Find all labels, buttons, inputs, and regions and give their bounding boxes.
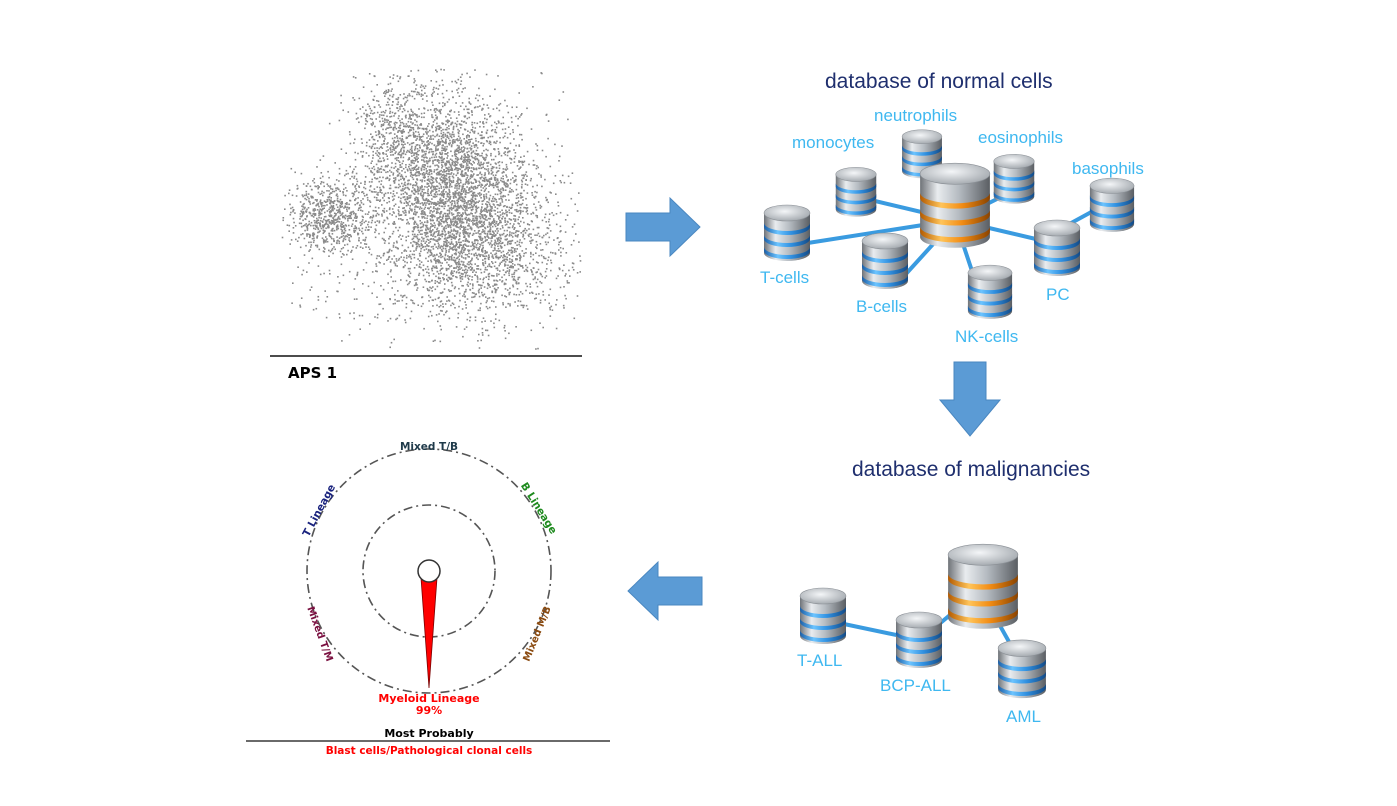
arrow-right-icon bbox=[625, 196, 701, 258]
scatter-axis-label: APS 1 bbox=[288, 364, 338, 382]
label-nk-cells: NK-cells bbox=[955, 327, 1019, 346]
lineage-gauge: Mixed T/B B Lineage T Lineage Mixed T/M … bbox=[246, 441, 610, 757]
label-bcp-all: BCP-ALL bbox=[880, 676, 951, 695]
eosinophils-db-icon bbox=[993, 154, 1035, 204]
label-basophils: basophils bbox=[1072, 159, 1144, 178]
normal-central-db-icon bbox=[919, 162, 991, 249]
gauge-pivot bbox=[417, 559, 441, 583]
b-cells-db-icon bbox=[861, 232, 909, 290]
bcp-all-db-icon bbox=[895, 611, 943, 669]
label-neutrophils: neutrophils bbox=[874, 106, 958, 125]
gauge-footer: Blast cells/Pathological clonal cells bbox=[326, 745, 533, 757]
label-t-cells: T-cells bbox=[760, 268, 810, 287]
label-b-lineage: B Lineage bbox=[518, 481, 559, 537]
label-pc: PC bbox=[1046, 285, 1070, 304]
malignancy-db-network bbox=[799, 543, 1047, 699]
label-t-lineage: T Lineage bbox=[301, 482, 339, 538]
aml-db-icon bbox=[997, 639, 1047, 699]
gauge-result: Most Probably bbox=[384, 727, 473, 740]
malignancy-central-db-icon bbox=[947, 543, 1019, 630]
normal-db-network bbox=[763, 129, 1135, 320]
pc-db-icon bbox=[1033, 219, 1081, 277]
t-cells-db-icon bbox=[763, 204, 811, 262]
normal-db-title: database of normal cells bbox=[825, 70, 1053, 93]
arrow-down-icon bbox=[938, 361, 1002, 437]
t-all-db-icon bbox=[799, 587, 847, 645]
scatter-plot bbox=[270, 68, 582, 357]
gauge-needle bbox=[420, 577, 438, 689]
label-myeloid-lineage: Myeloid Lineage bbox=[378, 692, 479, 705]
label-b-cells: B-cells bbox=[856, 297, 908, 316]
label-monocytes: monocytes bbox=[792, 133, 875, 152]
label-mixed-mb: Mixed M/B bbox=[522, 605, 554, 663]
label-aml: AML bbox=[1006, 707, 1041, 726]
label-mixed-tm: Mixed T/M bbox=[304, 605, 334, 663]
nk-cells-db-icon bbox=[967, 264, 1013, 320]
malignancy-db-title: database of malignancies bbox=[852, 458, 1091, 481]
basophils-db-icon bbox=[1089, 177, 1135, 233]
label-eosinophils: eosinophils bbox=[978, 128, 1064, 147]
monocytes-db-icon bbox=[835, 167, 877, 217]
gauge-percent: 99% bbox=[416, 704, 442, 717]
scatter-dots bbox=[281, 68, 582, 350]
arrow-left-icon bbox=[627, 560, 703, 622]
gauge-outer-ring bbox=[306, 448, 552, 694]
label-mixed-tb: Mixed T/B bbox=[400, 441, 458, 453]
label-t-all: T-ALL bbox=[797, 651, 843, 670]
